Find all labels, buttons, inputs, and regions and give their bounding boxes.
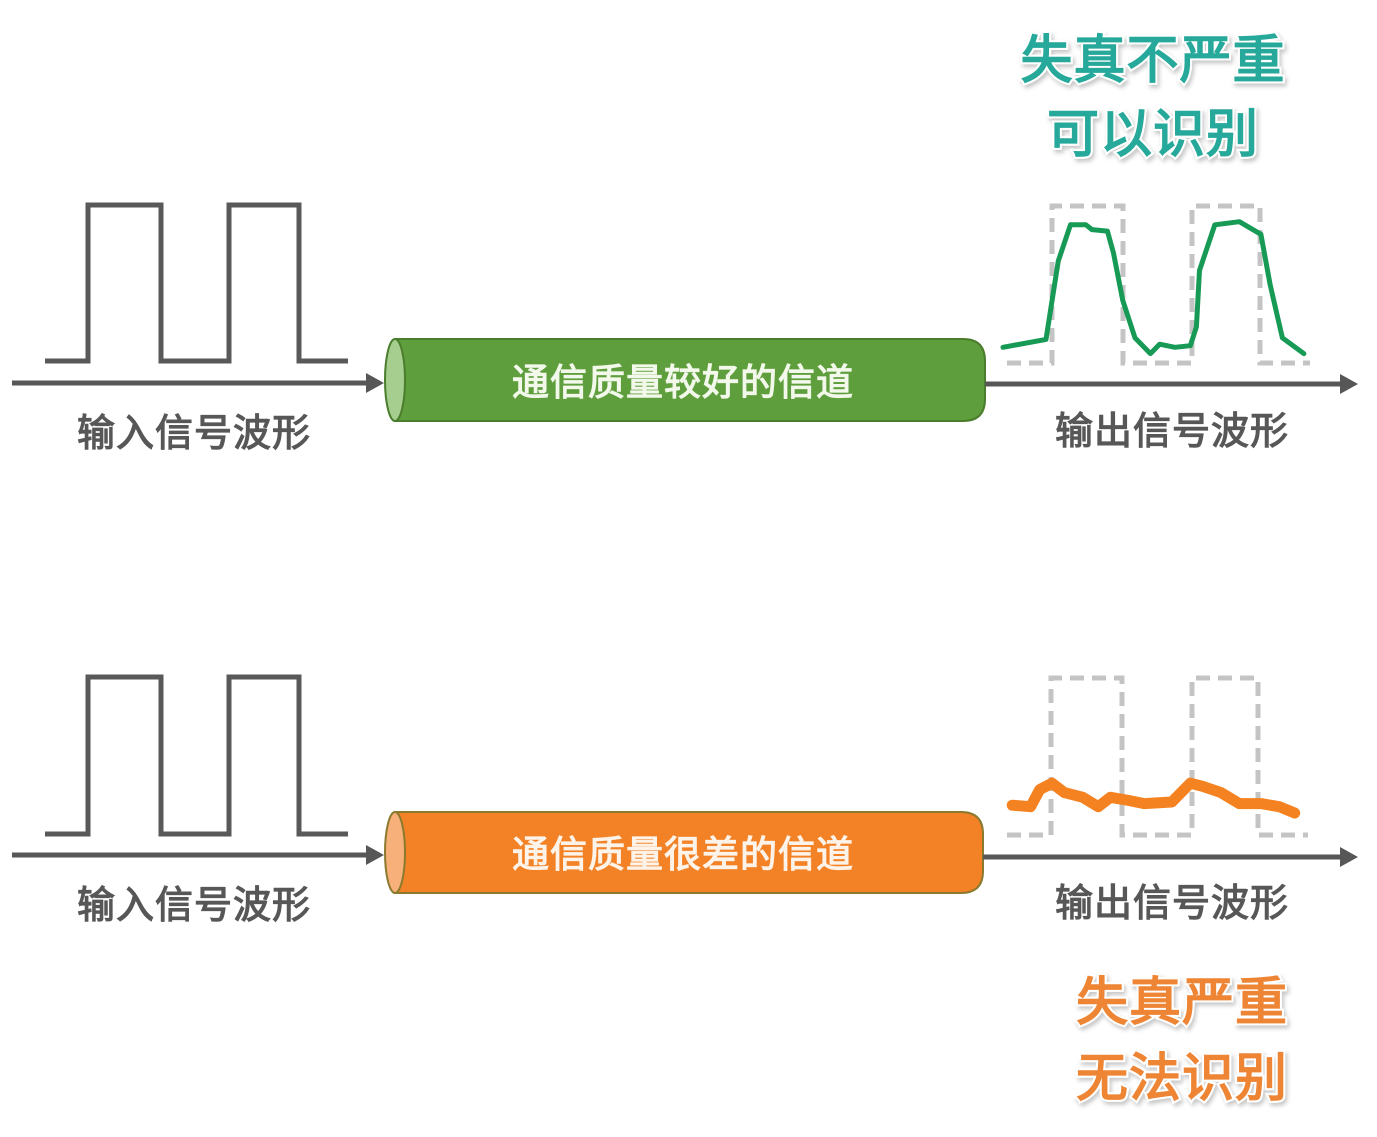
good-input-arrow: [12, 373, 384, 393]
bad-verdict: 失真严重 无法识别: [1074, 971, 1289, 1111]
bad-channel-row: 输入信号波形 通信质量很差的信道 输出信号波形 失真严重 无法识别: [12, 674, 1358, 1111]
good-output-distorted-wave: [1000, 219, 1307, 357]
good-output-reference-wave: [1007, 203, 1310, 366]
bad-input-square-wave: [45, 674, 348, 837]
good-input-square-wave: [45, 202, 348, 364]
cylinder-cap: [384, 811, 406, 894]
good-verdict-line-1: 失真不严重: [1020, 31, 1285, 91]
bad-verdict-line-2: 无法识别: [1076, 1049, 1288, 1109]
bad-channel-cylinder: 通信质量很差的信道: [384, 811, 984, 894]
bad-output-arrow: [983, 847, 1358, 867]
arrowhead-icon: [366, 845, 384, 865]
bad-input-label: 输入信号波形: [77, 883, 311, 927]
good-channel-cylinder: 通信质量较好的信道: [384, 338, 986, 422]
good-channel-label: 通信质量较好的信道: [512, 361, 854, 404]
bad-input-arrow: [12, 845, 384, 865]
good-input-label: 输入信号波形: [77, 411, 311, 455]
arrowhead-icon: [366, 373, 384, 393]
bad-verdict-line-1: 失真严重: [1076, 973, 1288, 1033]
good-output-arrow: [985, 374, 1358, 394]
bad-channel-label: 通信质量很差的信道: [512, 833, 854, 876]
good-output-label: 输出信号波形: [1055, 409, 1289, 453]
good-verdict-line-2: 可以识别: [1047, 105, 1259, 165]
arrowhead-icon: [1340, 374, 1358, 394]
good-channel-row: 失真不严重 可以识别 输入信号波形 通信质量较好的信道 输出信号波形: [12, 29, 1358, 455]
bad-output-label: 输出信号波形: [1055, 881, 1289, 925]
good-verdict: 失真不严重 可以识别: [1018, 29, 1286, 167]
cylinder-cap: [384, 338, 406, 422]
bad-output-reference-wave: [1007, 675, 1308, 838]
bad-output-distorted-wave: [1006, 777, 1301, 819]
arrowhead-icon: [1340, 847, 1358, 867]
